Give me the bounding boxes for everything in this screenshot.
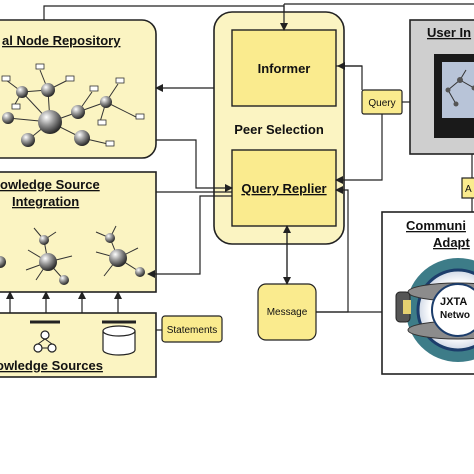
query-label: Query xyxy=(361,89,403,115)
svg-text:A: A xyxy=(465,184,472,195)
jxta-network-label: Netwo xyxy=(440,310,470,321)
svg-text:Message: Message xyxy=(267,307,308,318)
informer-box: Informer xyxy=(231,29,337,107)
peer-selection-title: Peer Selection xyxy=(234,122,324,137)
jxta-label: JXTA xyxy=(440,296,467,308)
communication-adapter-panel: Communi Adapt JXTA Netwo xyxy=(381,211,474,375)
informer-title: Informer xyxy=(258,61,311,76)
svg-text:Query: Query xyxy=(368,98,395,109)
source-to-integration-arrows xyxy=(6,291,122,313)
communication-adapter-title-line2: Adapt xyxy=(433,235,471,250)
jxta-network-icon: JXTA Netwo xyxy=(395,258,474,362)
a-partial-label: A xyxy=(461,177,474,199)
knowledge-sources-panel: owledge Sources xyxy=(0,312,157,378)
message-label: Message xyxy=(257,283,317,341)
computer-monitor-icon xyxy=(434,54,474,138)
communication-adapter-title-line1: Communi xyxy=(406,218,466,233)
network-graph-icon xyxy=(1,63,145,147)
svg-text:Statements: Statements xyxy=(167,325,218,336)
statements-label: Statements xyxy=(161,315,223,343)
knowledge-source-integration-panel: owledge Source Integration xyxy=(0,171,157,293)
query-replier-box: Query Replier xyxy=(231,149,337,227)
database-icon xyxy=(102,320,136,356)
knowledge-sources-title: owledge Sources xyxy=(0,358,103,373)
local-node-repository-panel: al Node Repository xyxy=(0,19,157,159)
ksi-title-line2: Integration xyxy=(12,194,79,209)
ontology-document-icon xyxy=(30,320,60,353)
user-interface-panel: User In xyxy=(409,19,474,155)
ksi-title-line1: owledge Source xyxy=(0,177,100,192)
query-replier-title: Query Replier xyxy=(241,181,326,196)
local-node-repository-title: al Node Repository xyxy=(2,33,121,48)
connector-arrows xyxy=(43,3,474,331)
user-interface-title: User In xyxy=(427,25,471,40)
